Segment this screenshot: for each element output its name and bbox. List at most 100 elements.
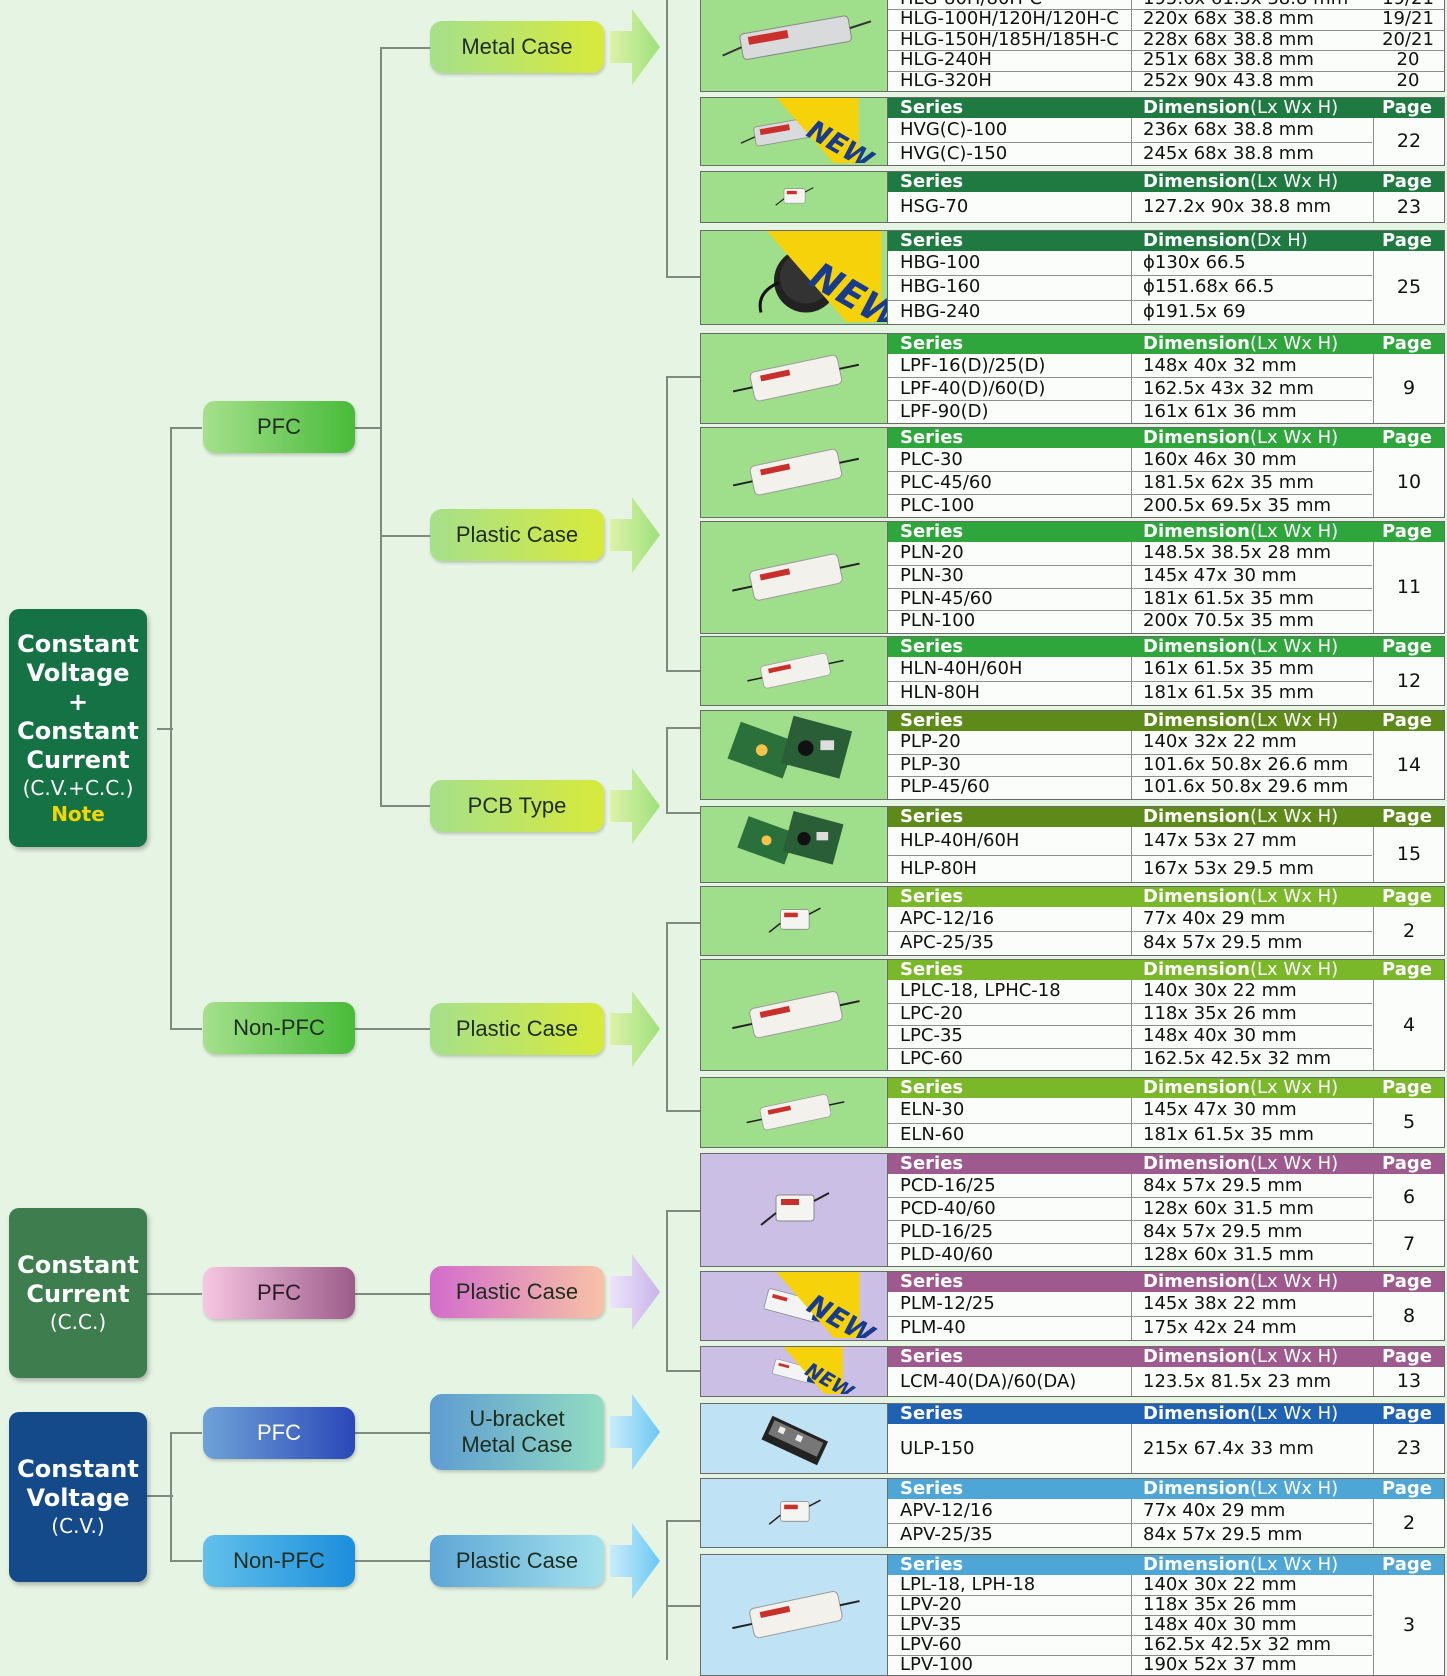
dimension-value: 118x 35x 26 mm [1143, 1595, 1297, 1615]
header-dimension-unit: (Dx H) [1250, 230, 1308, 251]
header-dimension-unit: (Lx Wx H) [1250, 1271, 1339, 1292]
dimension-value: 128x 60x 31.5 mm [1143, 1198, 1314, 1219]
connector-line [666, 1110, 700, 1112]
product-image [701, 1154, 887, 1266]
series-name: ULP-150 [900, 1438, 975, 1459]
page-column [1373, 251, 1444, 324]
series-name: LPF-40(D)/60(D) [900, 378, 1046, 399]
power-supply-photo [732, 990, 860, 1039]
series-name: PLP-20 [900, 731, 961, 752]
connector-line [354, 1432, 430, 1434]
series-name: PLP-45/60 [900, 776, 990, 798]
page-column [1373, 1174, 1444, 1266]
pfc-type-pill[interactable]: PFC [203, 401, 355, 453]
connector-line [170, 1432, 202, 1434]
table-row: PLC-30 160x 46x 30 mm [888, 448, 1372, 472]
page-number: 11 [1396, 576, 1422, 598]
header-page: Page [1382, 959, 1432, 980]
product-table: HLG-80H/80H-C195.6x 61.5x 38.8 mm19/21HL… [700, 0, 1445, 92]
dimension-value: 167x 53x 29.5 mm [1143, 857, 1314, 879]
case-type-pill[interactable]: U-bracket Metal Case [430, 1394, 604, 1470]
series-name: PLC-45/60 [900, 472, 992, 493]
pfc-type-pill[interactable]: PFC [203, 1407, 355, 1459]
header-dimension-unit: (Lx Wx H) [1250, 959, 1339, 980]
case-type-pill[interactable]: Plastic Case [430, 1535, 604, 1587]
dimension-value: 181.5x 62x 35 mm [1143, 472, 1314, 493]
dimension-value: 128x 60x 31.5 mm [1143, 1244, 1314, 1265]
page-column [1373, 448, 1444, 517]
header-series: Series [900, 1271, 964, 1292]
series-name: ELN-60 [900, 1123, 965, 1145]
dimension-value: 145x 38x 22 mm [1143, 1293, 1297, 1314]
product-image [701, 711, 887, 799]
dimension-value: 252x 90x 43.8 mm [1143, 70, 1314, 91]
right-arrow-icon [610, 9, 660, 85]
column-divider [1131, 1575, 1132, 1675]
category-sublabel: (C.C.) [49, 1310, 107, 1334]
dimension-value: 118x 35x 26 mm [1143, 1002, 1297, 1024]
case-type-pill[interactable]: PCB Type [430, 780, 604, 832]
series-name: PLM-12/25 [900, 1293, 995, 1314]
case-type-pill[interactable]: Plastic Case [430, 1003, 604, 1055]
dimension-value: 200.5x 69.5x 35 mm [1143, 495, 1332, 516]
page-number: 19/21 [1382, 9, 1434, 30]
category-label-line: Voltage [26, 1484, 130, 1512]
connector-line [380, 47, 382, 807]
header-page: Page [1382, 1478, 1432, 1499]
case-type-pill[interactable]: Plastic Case [430, 1266, 604, 1318]
product-image [701, 960, 887, 1070]
dimension-value: ϕ130x 66.5 [1143, 252, 1246, 273]
page-number: 4 [1402, 1014, 1416, 1036]
series-name: PCD-16/25 [900, 1175, 996, 1196]
case-type-pill[interactable]: Plastic Case [430, 509, 604, 561]
header-dimension-unit: (Lx Wx H) [1250, 710, 1339, 731]
pfc-type-pill[interactable]: Non-PFC [203, 1002, 355, 1054]
page-column [1373, 731, 1444, 799]
dimension-value: 162.5x 43x 32 mm [1143, 378, 1314, 399]
connector-line [380, 535, 430, 537]
series-name: LPC-35 [900, 1025, 963, 1046]
page-number: 5 [1402, 1111, 1416, 1133]
connector-line [170, 427, 172, 1030]
pfc-type-pill[interactable]: PFC [203, 1267, 355, 1319]
header-dimension: Dimension [1143, 97, 1250, 118]
header-dimension: Dimension [1143, 1403, 1250, 1424]
header-dimension-unit: (Lx Wx H) [1250, 1478, 1339, 1499]
series-name: PLN-100 [900, 610, 976, 632]
category-label-line: Constant [17, 716, 139, 745]
page-column [1373, 980, 1444, 1070]
page-number: 13 [1396, 1370, 1422, 1392]
product-image [701, 172, 887, 222]
connector-line [170, 1028, 202, 1030]
dimension-value: 160x 46x 30 mm [1143, 449, 1297, 470]
case-type-pill[interactable]: Metal Case [430, 21, 604, 73]
pfc-type-pill[interactable]: Non-PFC [203, 1535, 355, 1587]
column-divider [1131, 827, 1132, 882]
power-supply-photo [761, 1415, 829, 1466]
connector-line [170, 1560, 202, 1562]
series-name: LPV-35 [900, 1615, 962, 1635]
dimension-value: 84x 57x 29.5 mm [1143, 1221, 1303, 1242]
header-series: Series [900, 886, 964, 907]
page-number: 12 [1396, 670, 1422, 692]
header-dimension-unit: (Lx Wx H) [1250, 636, 1339, 657]
page-column [1373, 1499, 1444, 1547]
series-name: HVG(C)-150 [900, 142, 1008, 164]
series-name: HLN-40H/60H [900, 658, 1023, 679]
series-name: PLC-30 [900, 449, 963, 470]
